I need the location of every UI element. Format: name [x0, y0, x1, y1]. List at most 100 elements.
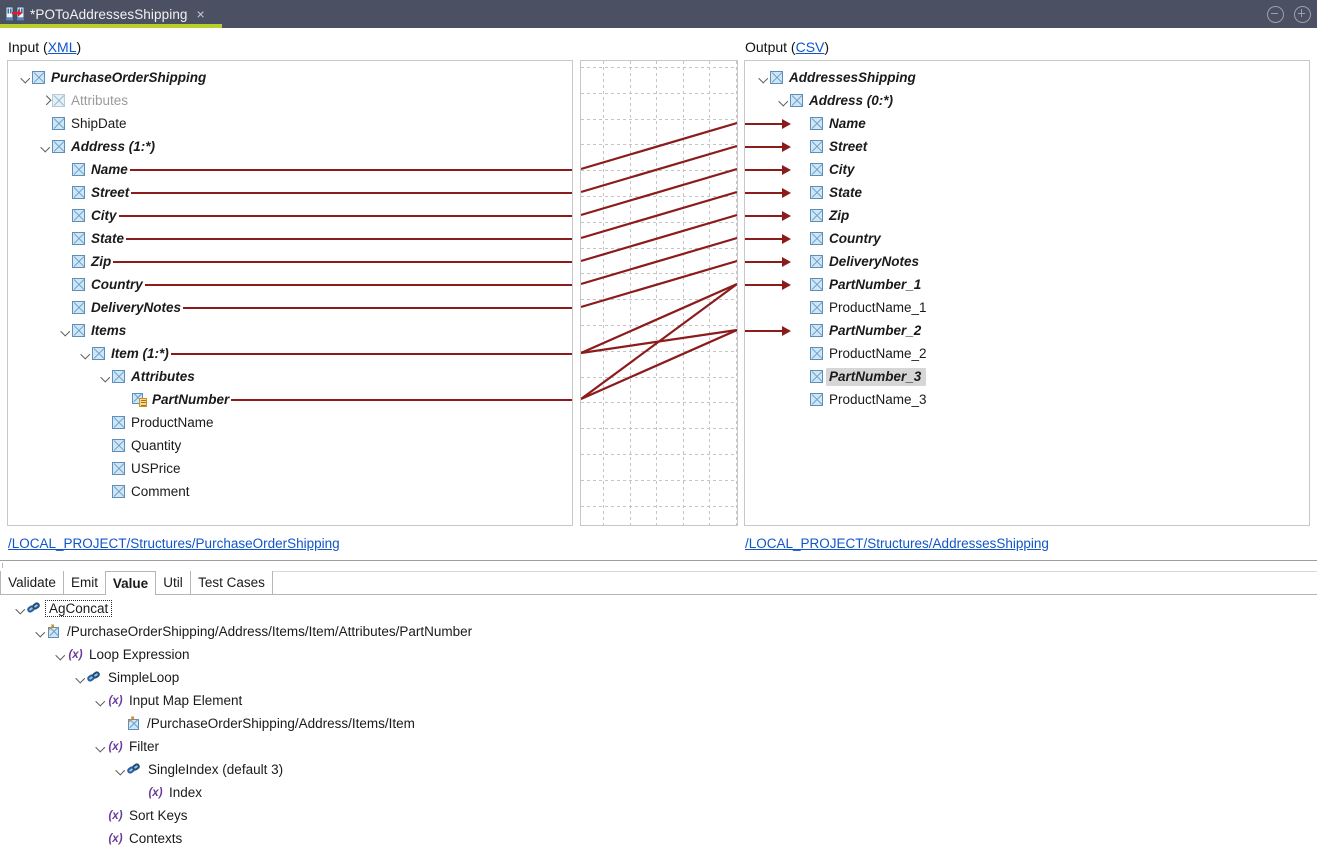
value-tree-row[interactable]: (x)Sort Keys	[0, 804, 1317, 827]
mapping-link[interactable]	[581, 259, 737, 309]
output-tree-row[interactable]: ProductName_1	[745, 296, 1309, 319]
input-panel-header: Input (XML)	[8, 39, 81, 55]
mapping-link[interactable]	[581, 144, 737, 194]
input-tree-row[interactable]: ProductName	[8, 411, 572, 434]
input-structure-path-link[interactable]: /LOCAL_PROJECT/Structures/PurchaseOrderS…	[8, 536, 340, 551]
mapping-link[interactable]	[581, 190, 737, 240]
chevron-down-icon[interactable]	[94, 694, 107, 707]
editor-tab-potoaddressesshipping[interactable]: *POToAddressesShipping ×	[0, 0, 205, 28]
chevron-down-icon[interactable]	[14, 602, 27, 615]
input-tree-row[interactable]: Items	[8, 319, 572, 342]
grid-line-horizontal	[581, 247, 737, 249]
input-tree-row[interactable]: Country	[8, 273, 572, 296]
mapping-link[interactable]	[581, 121, 737, 171]
output-tree-row[interactable]: PartNumber_1	[745, 273, 1309, 296]
input-tree-row[interactable]: PurchaseOrderShipping	[8, 66, 572, 89]
input-tree-row[interactable]: DeliveryNotes	[8, 296, 572, 319]
input-tree-row[interactable]: USPrice	[8, 457, 572, 480]
output-structure-path-link[interactable]: /LOCAL_PROJECT/Structures/AddressesShipp…	[745, 536, 1049, 551]
chevron-right-icon[interactable]	[39, 94, 52, 107]
output-tree-row[interactable]: Name	[745, 112, 1309, 135]
output-node-label: PartNumber_2	[829, 323, 922, 338]
chevron-down-icon[interactable]	[39, 140, 52, 153]
close-icon[interactable]: ×	[196, 6, 205, 22]
chevron-down-icon[interactable]	[19, 71, 32, 84]
output-node-label: ProductName_2	[829, 346, 927, 361]
input-tree-row[interactable]: Zip	[8, 250, 572, 273]
value-tree-row[interactable]: (x)Filter	[0, 735, 1317, 758]
value-tree-row[interactable]: (x)Contexts	[0, 827, 1317, 850]
chevron-down-icon[interactable]	[94, 740, 107, 753]
output-format-link[interactable]: CSV	[795, 39, 825, 55]
value-tree-pane[interactable]: AgConcat↗/PurchaseOrderShipping/Address/…	[0, 596, 1317, 854]
chevron-down-icon[interactable]	[114, 763, 127, 776]
tab-validate[interactable]: Validate	[0, 571, 64, 594]
tab-test-cases[interactable]: Test Cases	[190, 571, 273, 594]
output-tree-row[interactable]: ProductName_3	[745, 388, 1309, 411]
maximize-icon[interactable]	[1294, 5, 1311, 23]
twisty-placeholder	[99, 462, 112, 475]
mapping-link[interactable]	[581, 328, 737, 401]
output-tree-row[interactable]: PartNumber_3	[745, 365, 1309, 388]
input-tree-row[interactable]: Quantity	[8, 434, 572, 457]
input-tree-row[interactable]: Item (1:*)	[8, 342, 572, 365]
output-tree-row[interactable]: Address (0:*)	[745, 89, 1309, 112]
input-tree-row[interactable]: City	[8, 204, 572, 227]
output-tree-row[interactable]: City	[745, 158, 1309, 181]
tab-emit[interactable]: Emit	[63, 571, 106, 594]
chevron-down-icon[interactable]	[34, 625, 47, 638]
mapping-link[interactable]	[581, 213, 737, 263]
value-tree-row[interactable]: SimpleLoop	[0, 666, 1317, 689]
mapping-link[interactable]	[581, 282, 737, 355]
output-tree-row[interactable]: ProductName_2	[745, 342, 1309, 365]
input-tree-row[interactable]: State	[8, 227, 572, 250]
input-tree-row[interactable]: Comment	[8, 480, 572, 503]
output-tree-row[interactable]: PartNumber_2	[745, 319, 1309, 342]
value-tree-row[interactable]: (x)Input Map Element	[0, 689, 1317, 712]
output-tree-row[interactable]: Country	[745, 227, 1309, 250]
element-node-icon	[810, 393, 823, 406]
value-tree-row[interactable]: SingleIndex (default 3)	[0, 758, 1317, 781]
input-tree-row[interactable]: ShipDate	[8, 112, 572, 135]
tab-util[interactable]: Util	[155, 571, 191, 594]
element-node-icon	[112, 485, 125, 498]
output-tree-row[interactable]: State	[745, 181, 1309, 204]
output-link-line	[745, 146, 782, 148]
chevron-down-icon[interactable]	[54, 648, 67, 661]
mapping-link[interactable]	[581, 283, 737, 400]
input-tree-row[interactable]: Name	[8, 158, 572, 181]
tab-value[interactable]: Value	[105, 571, 156, 595]
chevron-down-icon[interactable]	[59, 324, 72, 337]
input-tree-row[interactable]: PartNumber	[8, 388, 572, 411]
chevron-down-icon[interactable]	[79, 347, 92, 360]
value-tree-row[interactable]: (x)Loop Expression	[0, 643, 1317, 666]
twisty-placeholder	[94, 809, 107, 822]
element-node-icon	[112, 370, 125, 383]
input-format-link[interactable]: XML	[47, 39, 77, 55]
input-tree-row[interactable]: Address (1:*)	[8, 135, 572, 158]
output-tree-row[interactable]: AddressesShipping	[745, 66, 1309, 89]
mapping-link[interactable]	[581, 167, 737, 217]
value-tree-row[interactable]: (x)Index	[0, 781, 1317, 804]
chevron-down-icon[interactable]	[757, 71, 770, 84]
output-tree-row[interactable]: Street	[745, 135, 1309, 158]
output-tree-row[interactable]: Zip	[745, 204, 1309, 227]
input-tree-row[interactable]: Street	[8, 181, 572, 204]
value-tree-row[interactable]: ↗/PurchaseOrderShipping/Address/Items/It…	[0, 620, 1317, 643]
minimize-icon[interactable]	[1267, 5, 1284, 23]
chevron-down-icon[interactable]	[99, 370, 112, 383]
horizontal-splitter[interactable]	[0, 560, 1317, 572]
output-tree-row[interactable]: DeliveryNotes	[745, 250, 1309, 273]
mapping-canvas[interactable]	[580, 60, 738, 526]
chevron-down-icon[interactable]	[74, 671, 87, 684]
mapping-link[interactable]	[581, 236, 737, 286]
input-tree-row[interactable]: Attributes	[8, 89, 572, 112]
element-node-icon	[790, 94, 803, 107]
value-tree-row[interactable]: ↗/PurchaseOrderShipping/Address/Items/It…	[0, 712, 1317, 735]
chevron-down-icon[interactable]	[777, 94, 790, 107]
element-node-icon	[92, 347, 105, 360]
value-tree-row[interactable]: AgConcat	[0, 597, 1317, 620]
input-tree-row[interactable]: Attributes	[8, 365, 572, 388]
